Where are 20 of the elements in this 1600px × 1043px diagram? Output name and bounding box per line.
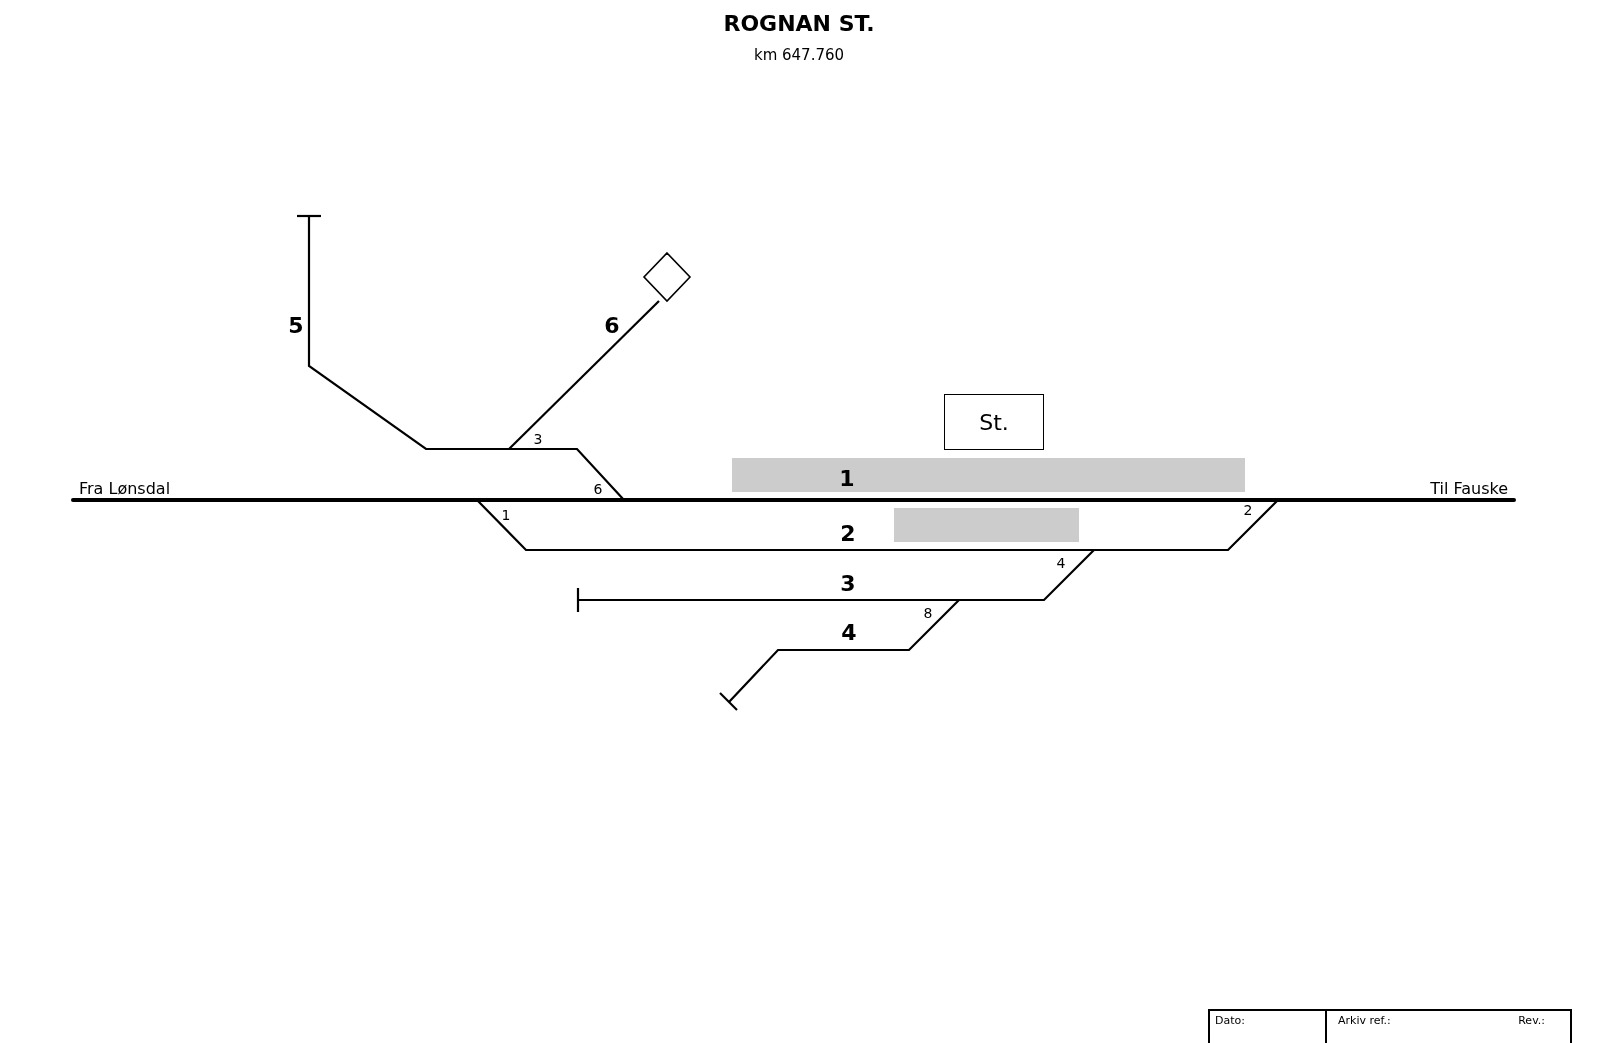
station-building-box: St. [944, 394, 1044, 450]
direction-label: Fra Lønsdal [79, 481, 171, 497]
switch-number: 8 [923, 606, 933, 620]
switch-number: 4 [1056, 556, 1066, 570]
track-number: 1 [839, 468, 855, 490]
field-label: Rev.: [1518, 1014, 1545, 1026]
switch-number: 2 [1243, 503, 1253, 517]
direction-label: Til Fauske [1430, 481, 1508, 497]
track-number: 3 [840, 573, 856, 595]
track-number: 6 [604, 315, 620, 337]
track-number: 5 [288, 315, 304, 337]
kilometre-marker: km 647.760 [753, 47, 845, 63]
switch-number: 3 [533, 432, 543, 446]
track-number: 2 [840, 523, 856, 545]
field-label: Dato: [1215, 1014, 1245, 1026]
switch-number: 6 [593, 482, 603, 496]
switch-number: 1 [501, 508, 511, 522]
track-number: 4 [841, 622, 857, 644]
drawing-title: ROGNAN ST. [723, 13, 875, 35]
field-label: Arkiv ref.: [1338, 1014, 1391, 1026]
